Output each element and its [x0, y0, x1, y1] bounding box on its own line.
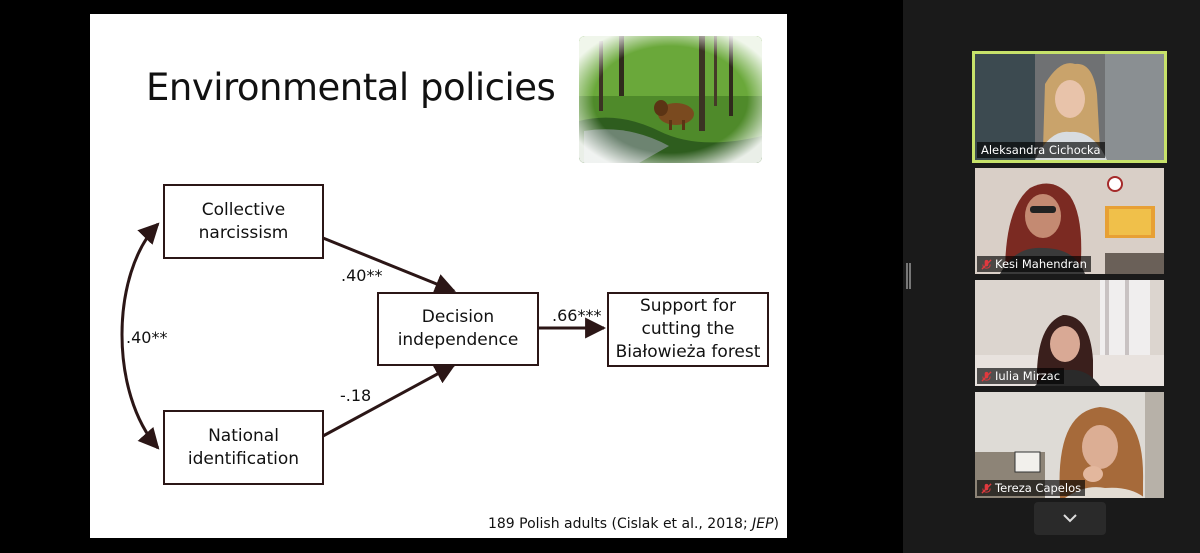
path-diagram-arrows — [120, 222, 607, 450]
decision-independence-box: Decision independence — [377, 292, 539, 366]
collective-narcissism-box: Collective narcissism — [163, 184, 324, 259]
national-to-decision-arrow — [322, 363, 456, 438]
microphone-muted-icon — [981, 370, 992, 382]
more-participants-button[interactable] — [1034, 502, 1106, 535]
participant-name-tag: Kesi Mahendran — [977, 256, 1091, 272]
collective-to-decision-arrow — [322, 236, 456, 294]
participant-tile-1[interactable]: Aleksandra Cichocka — [972, 51, 1167, 163]
microphone-muted-icon — [981, 482, 992, 494]
forest-bison-photo — [579, 36, 762, 163]
decision-to-support-coefficient: .66*** — [552, 306, 602, 325]
source-journal: JEP — [752, 516, 774, 532]
participant-name-tag: Aleksandra Cichocka — [977, 142, 1105, 158]
collective-to-decision-coefficient: .40** — [341, 266, 383, 285]
national-to-decision-coefficient: -.18 — [340, 386, 372, 405]
microphone-muted-icon — [981, 258, 992, 270]
presentation-slide: Environmental policies — [90, 14, 787, 538]
correlation-coefficient: .40** — [126, 328, 168, 347]
slide-source-citation: 189 Polish adults (Cislak et al., 2018; … — [487, 516, 779, 532]
national-identification-box: National identification — [163, 410, 324, 485]
support-cutting-forest-box: Support for cutting the Białowieża fores… — [607, 292, 769, 367]
participant-tile-4[interactable]: Tereza Capelos — [975, 392, 1164, 498]
chevron-down-icon — [1063, 514, 1077, 523]
panel-resize-handle[interactable] — [906, 263, 911, 289]
participant-name-tag: Iulia Mirzac — [977, 368, 1065, 384]
slide-title: Environmental policies — [146, 66, 556, 109]
participant-tile-3[interactable]: Iulia Mirzac — [975, 280, 1164, 386]
participant-tile-2[interactable]: Kesi Mahendran — [975, 168, 1164, 274]
screen-share-area: Environmental policies — [0, 0, 903, 553]
participant-name-tag: Tereza Capelos — [977, 480, 1086, 496]
correlation-arrow — [120, 222, 160, 450]
